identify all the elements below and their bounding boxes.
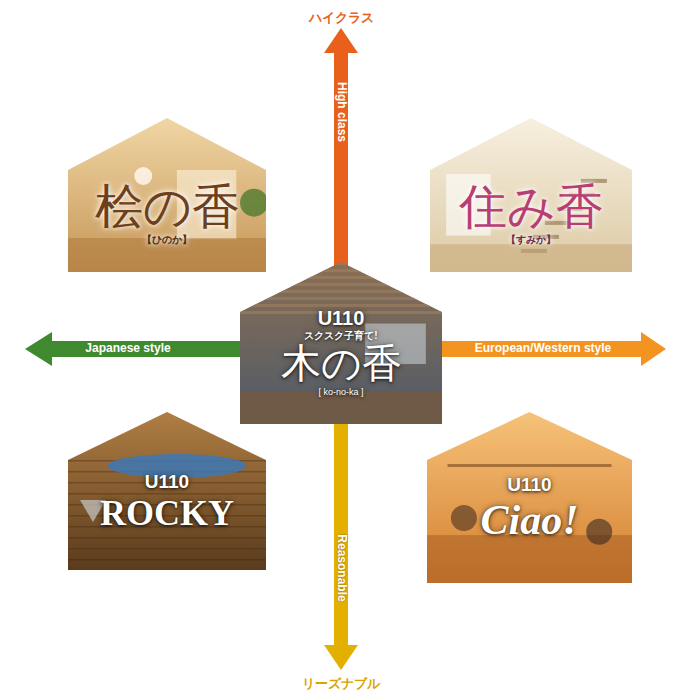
brand-title: 住み香: [459, 179, 604, 234]
brand-logo: U110: [145, 471, 189, 493]
house-plant: [240, 189, 266, 217]
brand-reading: 【ひのか】: [142, 234, 192, 246]
brand-title: Ciao!: [480, 496, 578, 544]
brand-reading: 【すみか】: [506, 234, 556, 246]
japanese-shaft: [50, 341, 246, 357]
high-class-shaft: [334, 50, 348, 270]
brand-house-card: U110ROCKY: [68, 412, 266, 570]
ceiling-slat: [240, 283, 442, 286]
brand-reading: [ ko-no-ka ]: [318, 387, 363, 397]
ceiling-slat: [240, 262, 442, 265]
reasonable-arrowhead: [324, 645, 358, 670]
japanese-arrowhead: [25, 332, 52, 366]
light-rail: [448, 464, 612, 467]
axis-label: European/Western style: [475, 342, 612, 355]
house-photo: [68, 412, 266, 570]
axis-label: Reasonable: [334, 534, 347, 601]
house-photo: [430, 118, 632, 272]
reasonable-shaft: [334, 418, 348, 648]
card-texts: U110スクスク子育て!木の香[ ko-no-ka ]: [240, 286, 442, 418]
axis-label: High class: [334, 82, 347, 142]
ceiling-slat: [240, 269, 442, 272]
brand-house-card: 桧の香【ひのか】: [68, 118, 266, 272]
brand-house-card: U110スクスク子育て!木の香[ ko-no-ka ]: [240, 262, 442, 424]
wall-board: [68, 559, 266, 561]
ceiling-slat: [240, 304, 442, 307]
ceiling-slat: [240, 297, 442, 300]
brand-tagline: スクスク子育て!: [304, 330, 377, 342]
brand-house-card: 住み香【すみか】: [430, 118, 632, 272]
photo-detail: [240, 262, 442, 424]
axis-label: Japanese style: [85, 342, 170, 355]
house-photo: [427, 412, 632, 583]
card-texts: U110Ciao!: [427, 442, 632, 577]
brand-house-card: U110Ciao!: [427, 412, 632, 583]
card-texts: 桧の香【ひのか】: [68, 158, 266, 266]
wall-board: [68, 537, 266, 539]
ceiling-slat: [240, 276, 442, 279]
photo-detail: [68, 454, 266, 561]
brand-logo: U110: [318, 307, 365, 330]
ceiling-slat: [240, 290, 442, 293]
western-arrowhead: [641, 332, 666, 366]
axis-title: ハイクラス: [309, 11, 374, 25]
wood-floor: [430, 244, 632, 272]
person-figure: [586, 519, 612, 545]
person-figure: [451, 505, 477, 531]
card-texts: U110ROCKY: [68, 442, 266, 564]
western-shaft: [436, 341, 644, 357]
axis-title: リーズナブル: [302, 677, 380, 691]
brand-logo: U110: [507, 474, 551, 496]
photo-detail: [68, 167, 266, 272]
house-photo: [68, 118, 266, 272]
brand-title: ROCKY: [100, 493, 234, 534]
house-photo: [240, 262, 442, 424]
photo-detail: [430, 174, 632, 272]
wall-board: [68, 548, 266, 550]
high-class-arrowhead: [324, 28, 358, 53]
photo-detail: [427, 464, 632, 583]
brand-title: 桧の香: [95, 179, 240, 234]
card-texts: 住み香【すみか】: [430, 158, 632, 266]
brand-title: 木の香: [281, 341, 402, 387]
